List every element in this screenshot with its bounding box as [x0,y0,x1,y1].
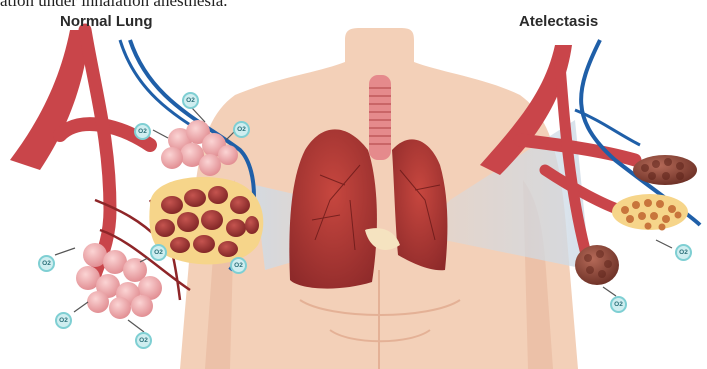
o2-bubble: O2 [135,332,152,349]
o2-bubble: O2 [675,244,692,261]
o2-bubble: O2 [38,255,55,272]
caption-fragment: ation under inhalation anesthesia. [0,0,300,11]
atelectasis-title: Atelectasis [519,13,598,30]
o2-bubble: O2 [230,257,247,274]
o2-bubble: O2 [134,123,151,140]
normal-lung-title: Normal Lung [60,13,153,30]
o2-bubble: O2 [150,244,167,261]
o2-bubble: O2 [233,121,250,138]
o2-bubble: O2 [55,312,72,329]
o2-bubble: O2 [182,92,199,109]
atelectatic-alveoli-middle [612,194,688,231]
o2-bubble: O2 [610,296,627,313]
atelectatic-alveoli-bottom [575,245,619,285]
normal-alveoli-bottom [76,243,162,319]
atelectatic-alveoli-top [633,155,697,185]
